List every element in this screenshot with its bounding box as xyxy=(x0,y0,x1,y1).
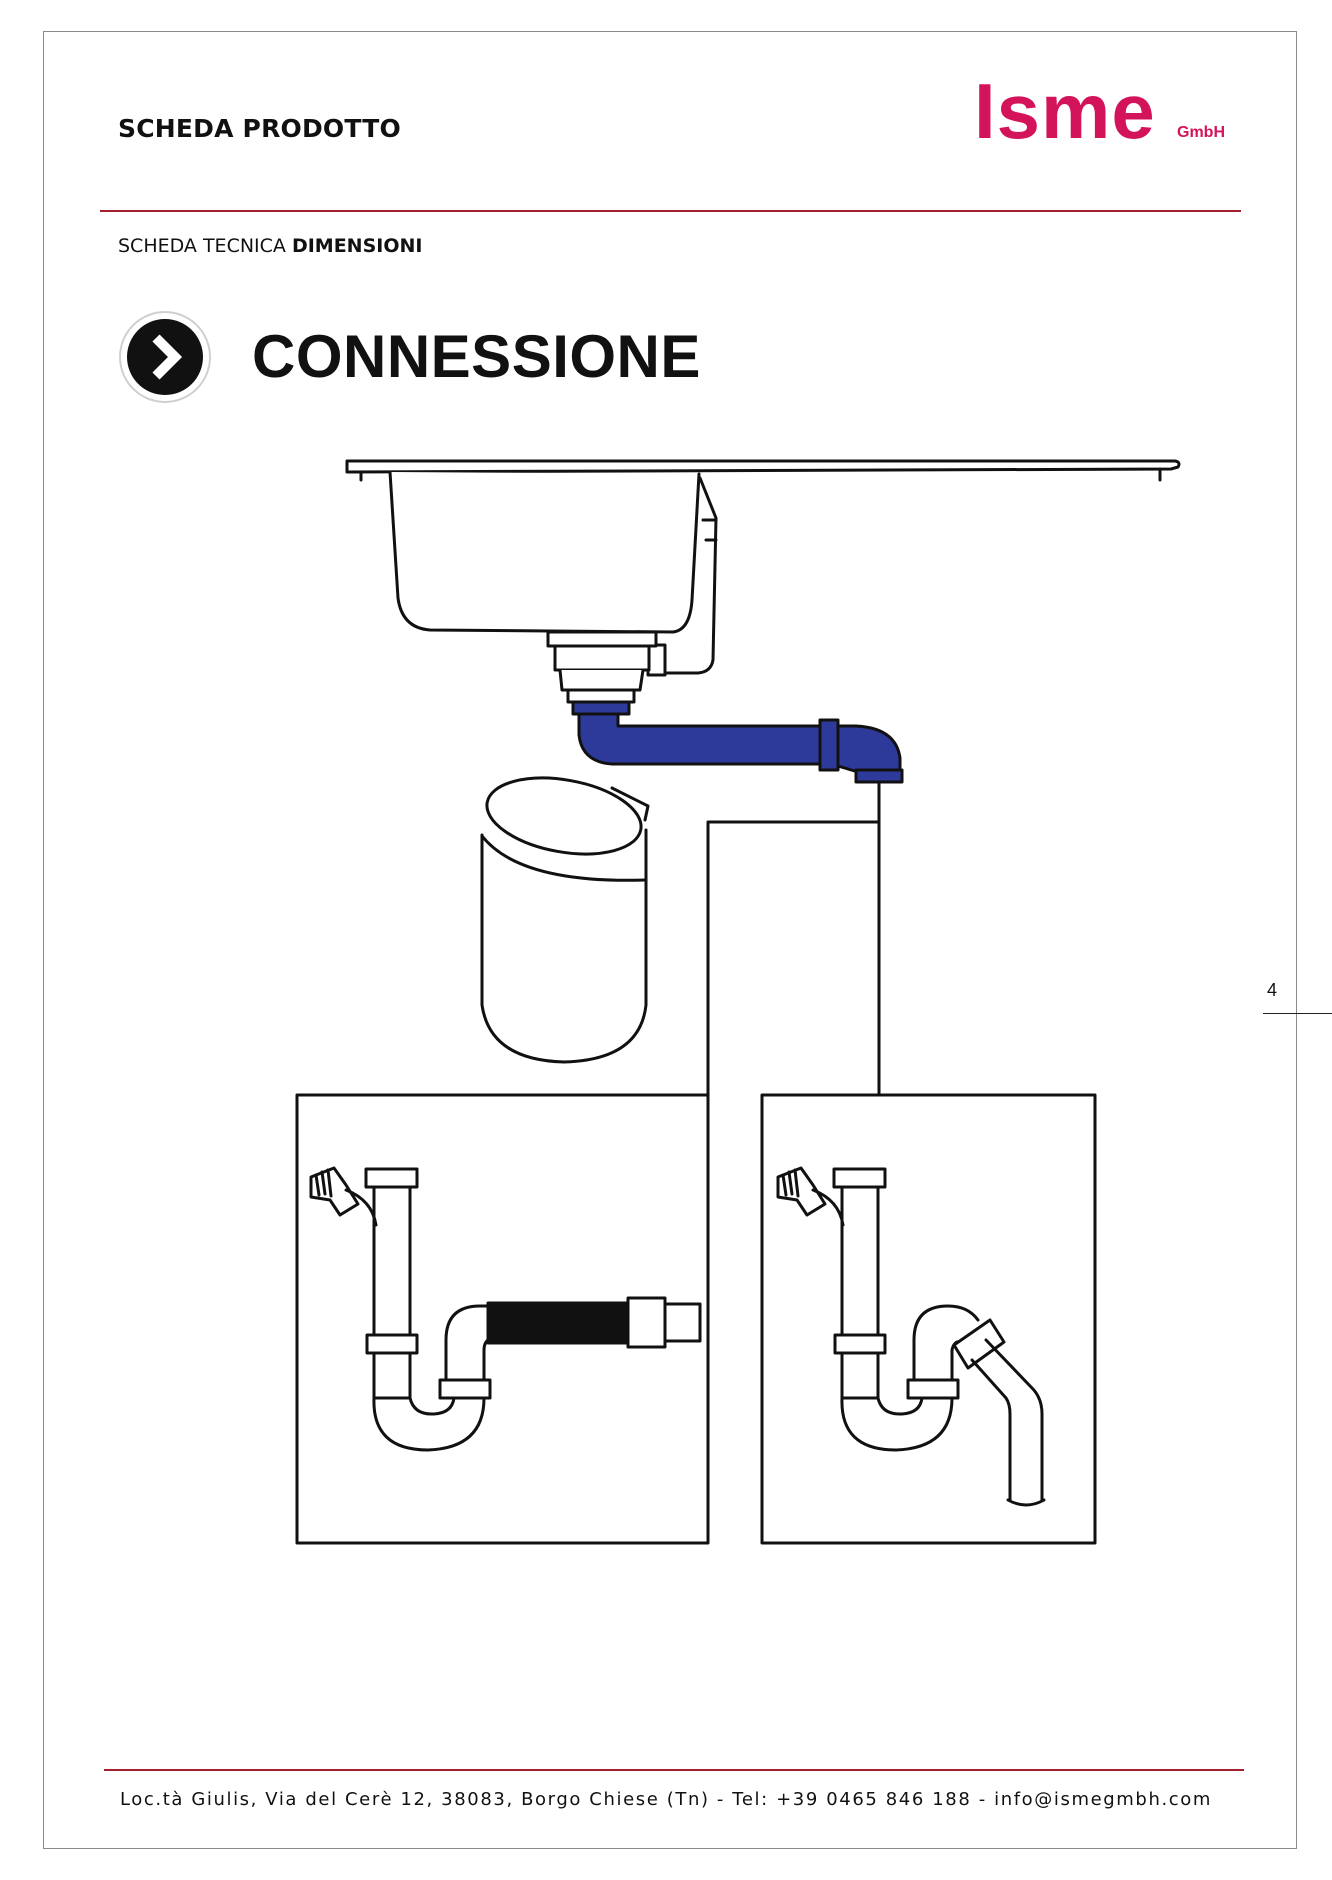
footer-contact: Loc.tà Giulis, Via del Cerè 12, 38083, B… xyxy=(119,1789,1213,1810)
logo-text: Isme xyxy=(974,67,1156,155)
page-number-rule xyxy=(1263,1013,1332,1014)
overflow-pipe xyxy=(646,476,718,677)
subtitle-emphasis: DIMENSIONI xyxy=(291,235,423,257)
siphon-right xyxy=(776,1166,1046,1507)
sink-basin xyxy=(388,470,701,634)
page-frame xyxy=(43,31,1297,1849)
company-logo: Isme GmbH xyxy=(970,62,1230,155)
option-panel-left xyxy=(295,1093,710,1545)
siphon-left xyxy=(309,1166,702,1452)
document-subtitle: SCHEDA TECNICA DIMENSIONI xyxy=(118,235,422,257)
footer-divider xyxy=(104,1769,1244,1771)
logo-suffix: GmbH xyxy=(1177,124,1225,141)
chevron-right-icon xyxy=(119,311,211,403)
header-title: SCHEDA PRODOTTO xyxy=(118,114,401,143)
section-title: CONNESSIONE xyxy=(252,323,701,390)
header-divider xyxy=(100,210,1241,212)
sink-rim xyxy=(345,459,1181,482)
highlighted-drain-pipe xyxy=(571,700,904,784)
option-panel-right xyxy=(760,1093,1097,1545)
connector-lines xyxy=(706,780,881,1097)
drain-strainer xyxy=(546,630,658,704)
waste-bin xyxy=(480,776,650,1064)
subtitle-prefix: SCHEDA TECNICA xyxy=(118,235,292,257)
page-number: 4 xyxy=(1267,980,1278,1000)
